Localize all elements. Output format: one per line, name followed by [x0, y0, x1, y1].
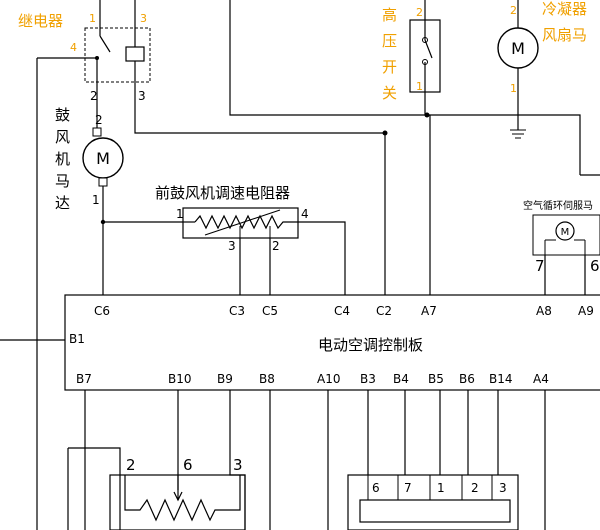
relay-pin-3: 3	[138, 89, 146, 103]
blower-motor: 鼓 风 机 马 达 2 1 M	[55, 85, 183, 295]
fan-label-1: 冷凝器	[542, 0, 587, 18]
pin-c3: C3	[229, 304, 245, 318]
control-board: 电动空调控制板 C6 C3 C5 C4 C2 A7 A8 A9 B1 B7 B1…	[0, 294, 600, 391]
resistor-pin-2: 2	[272, 239, 280, 253]
hps-label-2: 压	[382, 32, 397, 50]
pin-a9: A9	[578, 304, 594, 318]
connector: 6 7 1 2 3	[347, 474, 519, 530]
high-pressure-switch: 高 压 开 关 2 1	[382, 0, 441, 115]
pin-a10: A10	[317, 372, 340, 386]
blower-label-4: 马	[55, 172, 70, 190]
hps-label-1: 高	[382, 6, 397, 24]
servo-label: 空气循环伺服马	[523, 199, 593, 212]
pin-c6: C6	[94, 304, 110, 318]
pot-pin-6: 6	[183, 456, 193, 474]
pin-b3: B3	[360, 372, 376, 386]
board-body	[64, 294, 600, 391]
conn-pin-6: 6	[372, 481, 380, 495]
servo-motor-m: M	[561, 227, 570, 238]
relay-pin-3-top: 3	[140, 12, 147, 25]
condenser-fan: 冷凝器 风扇马 2 1 M	[497, 0, 587, 139]
pin-b9: B9	[217, 372, 233, 386]
conn-pin-2: 2	[471, 481, 479, 495]
pin-c5: C5	[262, 304, 278, 318]
pot-pin-2: 2	[126, 456, 136, 474]
pin-a8: A8	[536, 304, 552, 318]
pin-b4: B4	[393, 372, 409, 386]
pin-b5: B5	[428, 372, 444, 386]
resistor-pin-4: 4	[301, 207, 309, 221]
speed-resistor: 前鼓风机调速电阻器 1 4 3 2	[155, 184, 346, 295]
pin-b14: B14	[489, 372, 513, 386]
blower-motor-m: M	[96, 149, 110, 168]
pin-b6: B6	[459, 372, 475, 386]
pin-b1: B1	[69, 332, 85, 346]
relay-pin-2: 2	[90, 89, 98, 103]
blower-label-1: 鼓	[55, 106, 70, 124]
relay-pin-1: 1	[89, 12, 96, 25]
relay: 继电器 1 3 4 2 3	[18, 0, 151, 530]
relay-coil	[125, 46, 145, 62]
pin-b8: B8	[259, 372, 275, 386]
pin-a7: A7	[421, 304, 437, 318]
hps-label-4: 关	[382, 84, 397, 102]
conn-pin-1: 1	[437, 481, 445, 495]
fan-pin-1: 1	[510, 82, 517, 95]
servo-pin-7: 7	[535, 257, 545, 275]
resistor-label: 前鼓风机调速电阻器	[155, 184, 290, 202]
resistor-pin-3: 3	[228, 239, 236, 253]
blower-pin-1: 1	[92, 193, 100, 207]
fan-motor-m: M	[511, 39, 525, 58]
conn-pin-3: 3	[499, 481, 507, 495]
board-label: 电动空调控制板	[318, 336, 423, 354]
relay-label: 继电器	[18, 12, 63, 30]
resistor-pin-1: 1	[176, 207, 184, 221]
hps-label-3: 开	[382, 58, 397, 76]
pot-pin-3: 3	[233, 456, 243, 474]
air-servo: 空气循环伺服马 M 7 6	[523, 199, 600, 295]
blower-label-2: 风	[55, 128, 70, 146]
pin-b10: B10	[168, 372, 192, 386]
pin-a4: A4	[533, 372, 549, 386]
fan-label-2: 风扇马	[542, 26, 587, 44]
relay-pin-4: 4	[70, 41, 77, 54]
fan-pin-2: 2	[510, 4, 517, 17]
pin-b7: B7	[76, 372, 92, 386]
pin-c4: C4	[334, 304, 350, 318]
hps-pin-2: 2	[416, 6, 423, 19]
blower-pin-2: 2	[95, 113, 103, 127]
blower-label-3: 机	[55, 150, 70, 168]
conn-pin-7: 7	[404, 481, 412, 495]
blower-label-5: 达	[55, 194, 70, 212]
potentiometer: 2 6 3	[109, 456, 246, 530]
hps-pin-1: 1	[416, 80, 423, 93]
relay-body	[84, 27, 151, 83]
servo-pin-6: 6	[590, 257, 600, 275]
pin-c2: C2	[376, 304, 392, 318]
